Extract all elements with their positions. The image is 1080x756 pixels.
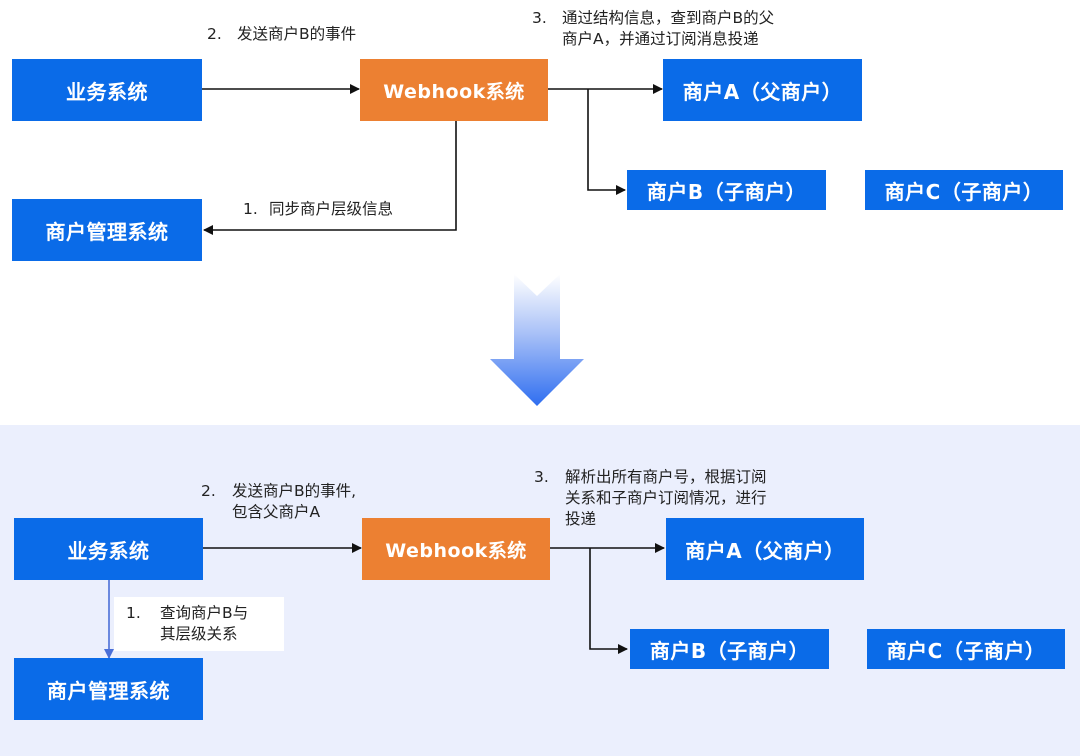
step-3-number: 3. [532,9,547,27]
webhook-system-box-after: Webhook系统 [362,518,550,580]
business-system-label: 业务系统 [66,79,148,104]
step-1-note-after: 1. 查询商户B与 其层级关系 [114,597,284,651]
business-system-label-after: 业务系统 [67,538,150,563]
step-2-text-after: 发送商户B的事件, 包含父商户A [232,482,357,521]
step-2-number: 2. [207,25,222,43]
merchant-mgmt-system-label: 商户管理系统 [45,219,169,244]
arrow-webhook-to-merchant-mgmt [203,120,457,235]
merchant-b-box-after: 商户B（子商户） [630,629,829,669]
merchant-c-box: 商户C（子商户） [865,170,1063,210]
merchant-c-label: 商户C（子商户） [884,179,1044,204]
step-2-note: 2. 发送商户B的事件 [207,24,356,45]
merchant-b-label-after: 商户B（子商户） [649,638,810,663]
webhook-system-label-after: Webhook系统 [385,539,527,562]
step-2-number-after: 2. [201,482,216,500]
arrow-webhook-to-merchant-b [587,89,626,195]
merchant-a-box: 商户A（父商户） [663,59,862,121]
step-1-number-after: 1. [126,604,141,622]
business-system-box-after: 业务系统 [14,518,203,580]
step-1-note: 1. 同步商户层级信息 [243,199,393,220]
step-3-note-after: 3. 解析出所有商户号，根据订阅 关系和子商户订阅情况，进行 投递 [534,467,767,530]
webhook-system-box: Webhook系统 [360,59,548,121]
step-3-number-after: 3. [534,468,549,486]
merchant-c-label-after: 商户C（子商户） [886,638,1046,663]
step-2-text: 发送商户B的事件 [237,25,357,43]
merchant-b-label: 商户B（子商户） [646,179,807,204]
step-1-number: 1. [243,200,258,218]
step-3-note: 3. 通过结构信息，查到商户B的父 商户A，并通过订阅消息投递 [532,8,774,50]
arrow-webhook-to-merchant-b-after [589,548,628,654]
merchant-a-label-after: 商户A（父商户） [685,538,845,563]
merchant-a-label: 商户A（父商户） [682,79,843,104]
step-1-text-after: 查询商户B与 其层级关系 [160,604,249,643]
merchant-b-box: 商户B（子商户） [627,170,826,210]
webhook-system-label: Webhook系统 [383,80,525,103]
step-1-text: 同步商户层级信息 [269,200,394,218]
merchant-a-box-after: 商户A（父商户） [666,518,864,580]
merchant-mgmt-system-label-after: 商户管理系统 [47,678,170,703]
step-3-text-after: 解析出所有商户号，根据订阅 关系和子商户订阅情况，进行 投递 [565,468,767,528]
merchant-mgmt-system-box-after: 商户管理系统 [14,658,203,720]
business-system-box: 业务系统 [12,59,202,121]
merchant-c-box-after: 商户C（子商户） [867,629,1065,669]
down-arrow-icon [490,274,584,406]
step-3-text: 通过结构信息，查到商户B的父 商户A，并通过订阅消息投递 [562,9,775,48]
step-2-note-after: 2. 发送商户B的事件, 包含父商户A [201,481,356,523]
merchant-mgmt-system-box: 商户管理系统 [12,199,202,261]
